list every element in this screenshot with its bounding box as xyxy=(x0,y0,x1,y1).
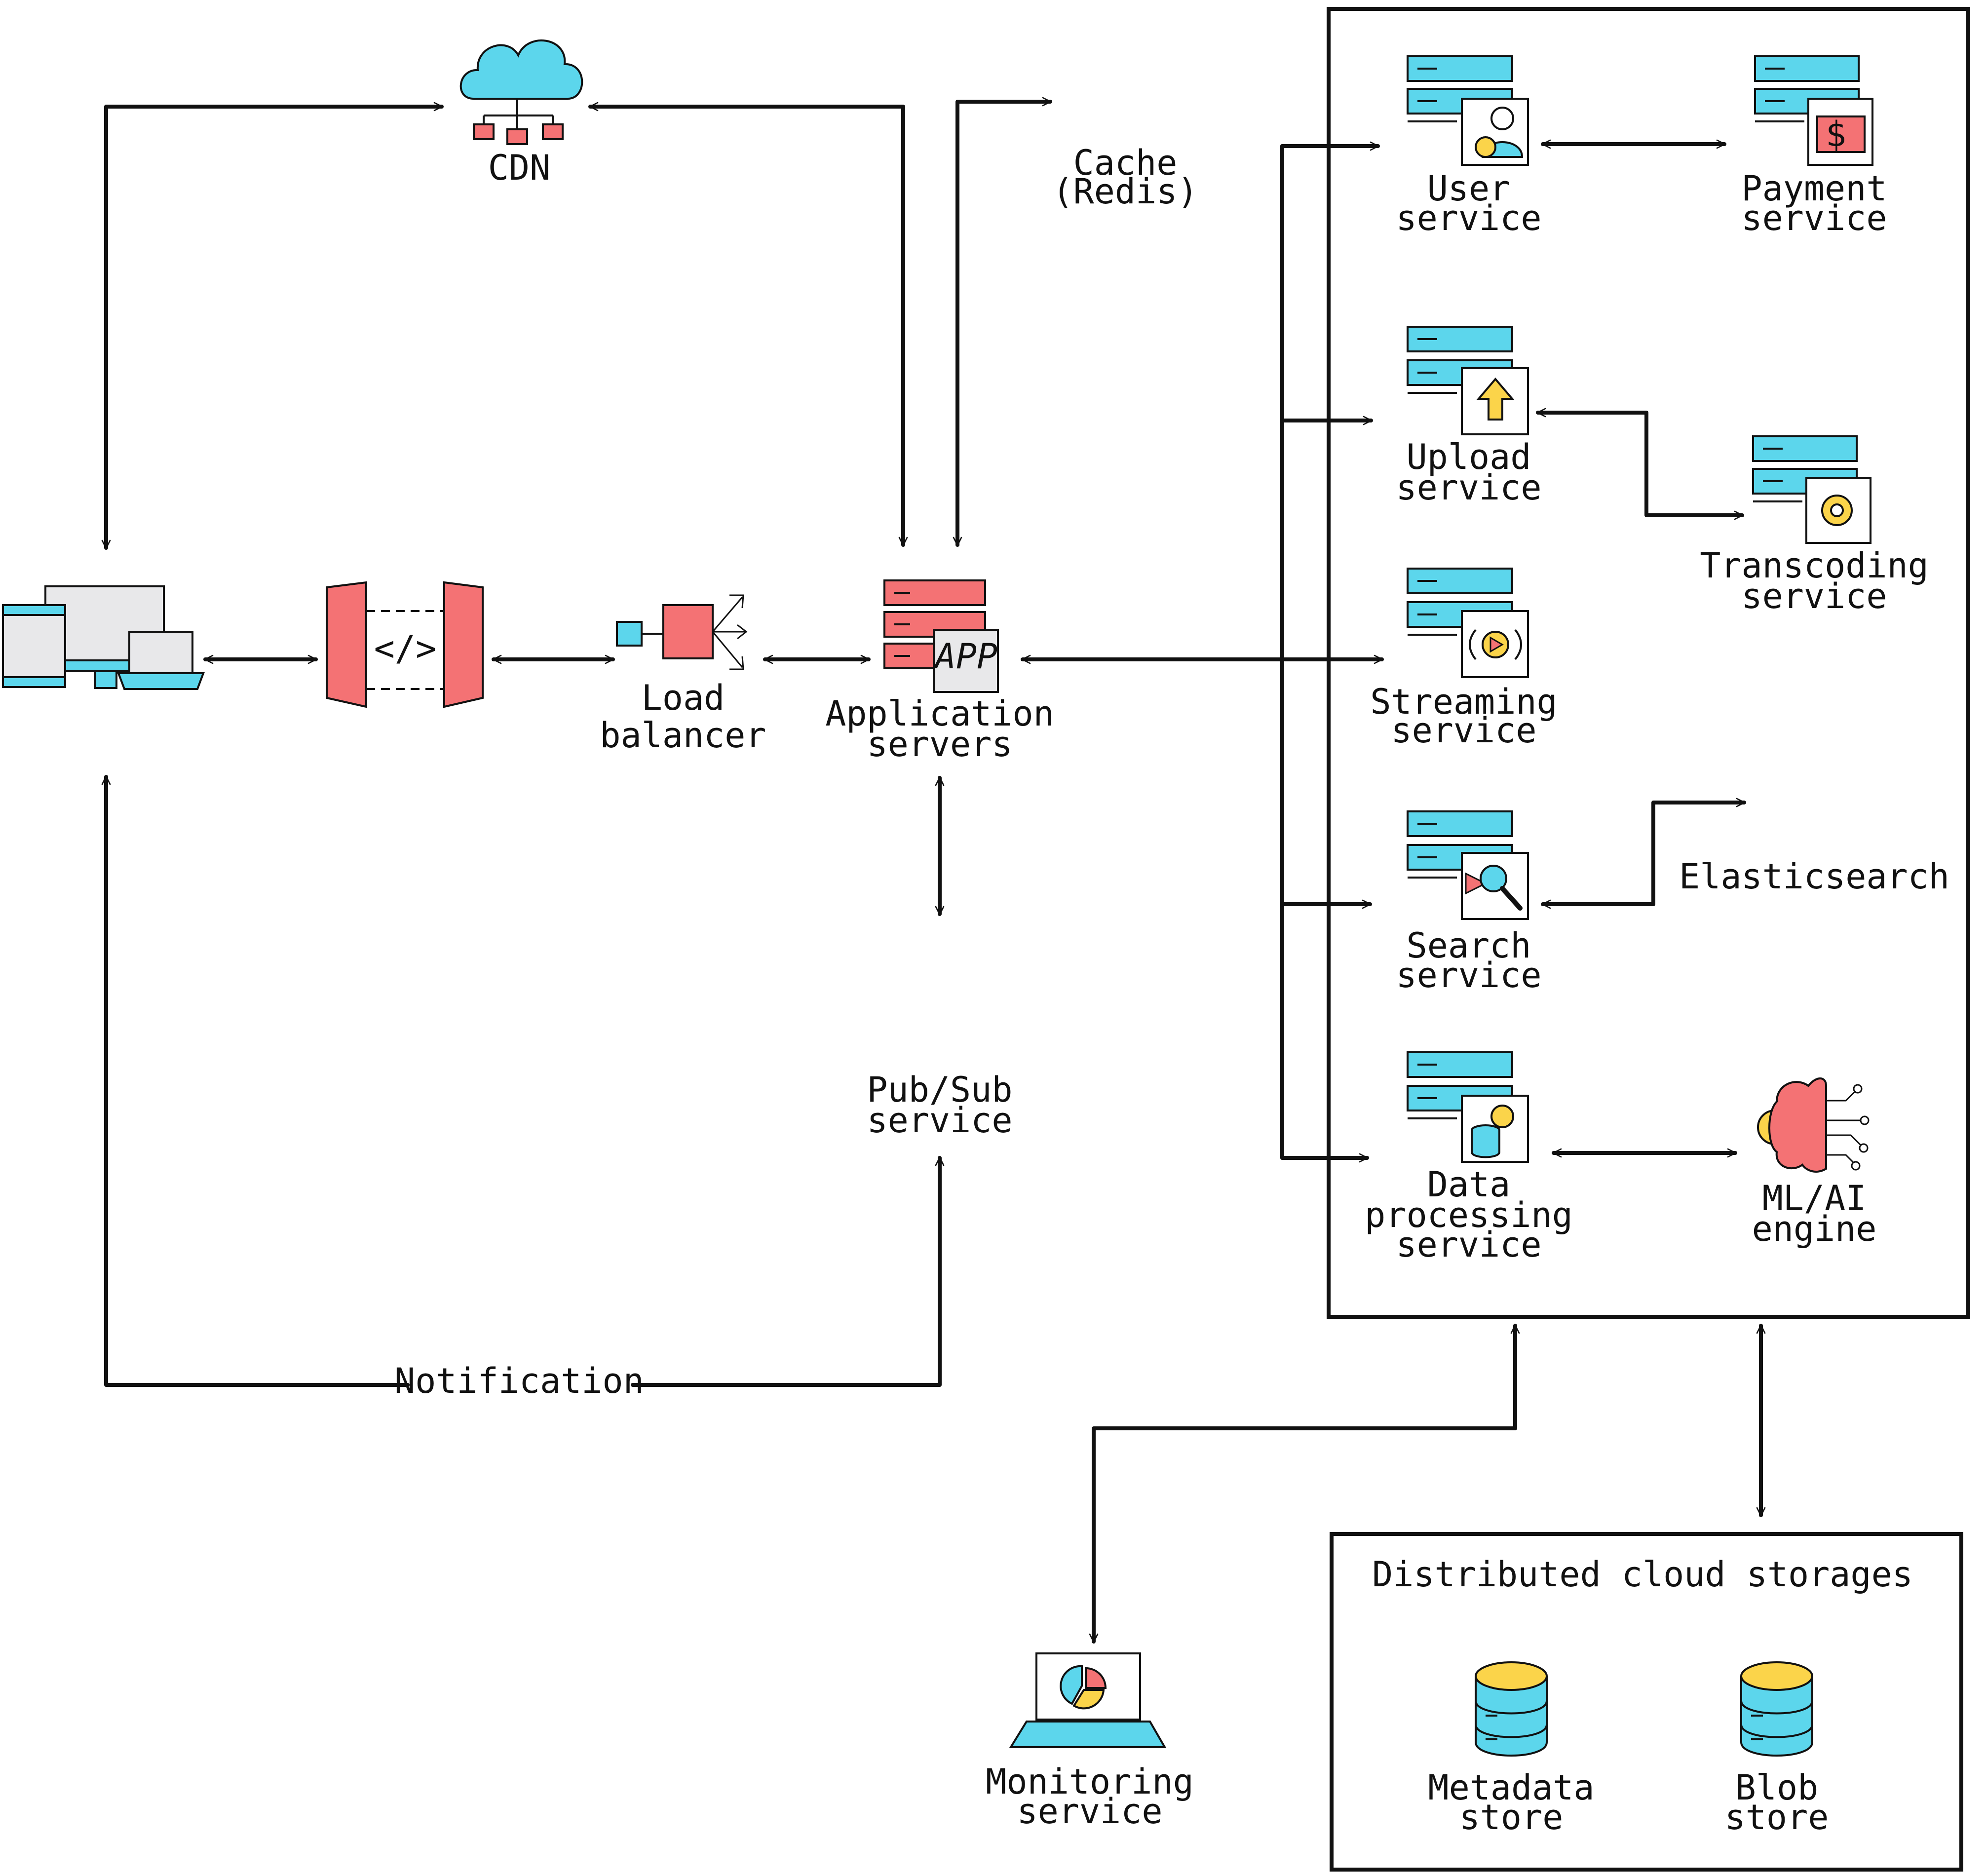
monitoring-icon xyxy=(1009,1652,1167,1748)
elasticsearch-label: Elasticsearch xyxy=(1679,856,1949,897)
user-service-label-1: User xyxy=(1427,168,1511,209)
load-balancer-label-2: balancer xyxy=(600,715,766,756)
payment-service-label-2: service xyxy=(1741,198,1887,238)
user-service-icon xyxy=(1407,55,1529,166)
payment-dollar-glyph: $ xyxy=(1826,114,1846,154)
storage-title: Distributed cloud storages xyxy=(1372,1554,1913,1595)
ml-engine-label-2: engine xyxy=(1752,1209,1877,1249)
ml-engine-icon xyxy=(1757,1077,1870,1173)
data-processing-label-2: processing xyxy=(1365,1195,1572,1235)
search-service-icon xyxy=(1407,810,1529,920)
user-service-label-2: service xyxy=(1396,198,1541,238)
edge-notification-right xyxy=(631,1156,945,1387)
notification-label: Notification xyxy=(394,1361,644,1401)
api-gateway-icon: </> xyxy=(326,581,484,708)
transcoding-service-icon xyxy=(1752,435,1871,544)
monitoring-label-2: service xyxy=(1017,1791,1162,1832)
upload-service-icon xyxy=(1407,326,1529,435)
ml-engine-label-1: ML/AI xyxy=(1762,1178,1867,1219)
data-processing-icon xyxy=(1407,1051,1529,1163)
metadata-store-label-2: store xyxy=(1459,1797,1564,1838)
edge-cache-app xyxy=(953,97,1052,547)
monitoring-label-1: Monitoring xyxy=(986,1761,1193,1802)
transcoding-service-label-1: Transcoding xyxy=(1700,545,1929,586)
search-service-label-2: service xyxy=(1396,955,1541,995)
cache-label-2: (Redis) xyxy=(1052,171,1198,212)
edge-notification-left xyxy=(101,775,410,1387)
upload-service-label-1: Upload xyxy=(1407,437,1531,477)
load-balancer-icon xyxy=(616,594,748,670)
app-badge: APP xyxy=(933,636,997,677)
blob-store-icon xyxy=(1740,1661,1813,1757)
edges xyxy=(101,97,1766,1644)
streaming-service-label-1: Streaming xyxy=(1370,682,1557,722)
app-servers-label-2: servers xyxy=(867,724,1012,765)
edge-client-cdn xyxy=(101,102,444,550)
pubsub-label-2: service xyxy=(867,1100,1012,1141)
app-servers-label-1: Application xyxy=(825,693,1054,734)
edge-monitoring-services xyxy=(1089,1324,1520,1644)
streaming-service-label-2: service xyxy=(1391,710,1536,751)
blob-store-label-1: Blob xyxy=(1735,1767,1819,1808)
cdn-label: CDN xyxy=(488,148,550,188)
pubsub-label-1: Pub/Sub xyxy=(867,1070,1012,1110)
data-processing-label-1: Data xyxy=(1427,1164,1511,1205)
metadata-store-label-1: Metadata xyxy=(1428,1767,1594,1808)
transcoding-service-label-2: service xyxy=(1741,576,1887,616)
metadata-store-icon xyxy=(1475,1661,1548,1757)
edge-upload-transcoding xyxy=(1536,408,1744,520)
streaming-service-icon xyxy=(1407,568,1529,678)
app-servers-icon: APP xyxy=(883,579,999,693)
search-service-label-1: Search xyxy=(1407,925,1531,966)
load-balancer-label-1: Load xyxy=(642,678,725,718)
client-devices-icon xyxy=(2,585,205,690)
edge-cdn-app xyxy=(588,102,908,547)
payment-service-icon: $ xyxy=(1754,55,1873,166)
data-processing-label-3: service xyxy=(1396,1225,1541,1265)
storage-container xyxy=(1330,1532,1963,1872)
cache-label-1: Cache xyxy=(1073,143,1178,183)
cdn-icon xyxy=(459,39,583,145)
blob-store-label-2: store xyxy=(1725,1797,1829,1838)
edge-search-elasticsearch xyxy=(1541,798,1746,909)
payment-service-label-1: Payment xyxy=(1741,168,1887,209)
api-gateway-code-glyph: </> xyxy=(374,628,436,669)
upload-service-label-2: service xyxy=(1396,467,1541,508)
